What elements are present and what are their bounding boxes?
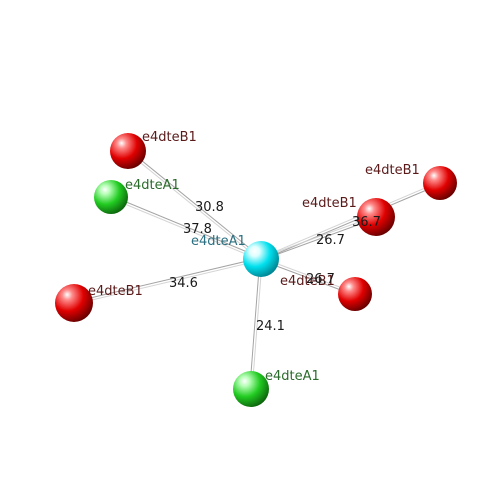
atom-n7 bbox=[233, 371, 269, 407]
atom-label-n2: e4dteA1 bbox=[125, 178, 180, 193]
label-group: e4dteB130.8e4dteA137.8e4dteB126.7e4dteB1… bbox=[88, 130, 420, 384]
atom-n3 bbox=[423, 166, 457, 200]
atom-label-n1: e4dteB1 bbox=[142, 130, 197, 145]
atom-label-n7: e4dteA1 bbox=[265, 369, 320, 384]
bond-label-n2: 37.8 bbox=[183, 222, 212, 237]
atom-label-n4: e4dteB1 bbox=[302, 196, 357, 211]
bond-label-n7: 24.1 bbox=[256, 319, 285, 334]
bond-n4 bbox=[260, 215, 377, 261]
bond-n7 bbox=[249, 258, 263, 390]
atom-label-center: e4dteA1 bbox=[191, 234, 246, 249]
atom-n4 bbox=[357, 198, 395, 236]
bond-label-n5: 26.7 bbox=[306, 272, 335, 287]
bond-label-n3: 26.7 bbox=[316, 233, 345, 248]
bond-n3 bbox=[260, 181, 441, 261]
atom-label-n5: e4dteB1 bbox=[280, 274, 335, 289]
bond-n6 bbox=[73, 257, 262, 305]
atom-group bbox=[55, 133, 457, 407]
atom-label-n3: e4dteB1 bbox=[365, 163, 420, 178]
bond-label-n4: 36.7 bbox=[352, 215, 381, 230]
bond-label-n6: 34.6 bbox=[169, 276, 198, 291]
atom-label-n6: e4dteB1 bbox=[88, 284, 143, 299]
atom-n2 bbox=[94, 180, 128, 214]
atom-n1 bbox=[110, 133, 146, 169]
atom-center bbox=[243, 241, 279, 277]
bond-group bbox=[73, 149, 441, 390]
atom-n5 bbox=[338, 277, 372, 311]
bond-n1 bbox=[126, 149, 263, 261]
bond-label-n1: 30.8 bbox=[195, 200, 224, 215]
atom-n6 bbox=[55, 284, 93, 322]
bond-n2 bbox=[110, 195, 262, 261]
